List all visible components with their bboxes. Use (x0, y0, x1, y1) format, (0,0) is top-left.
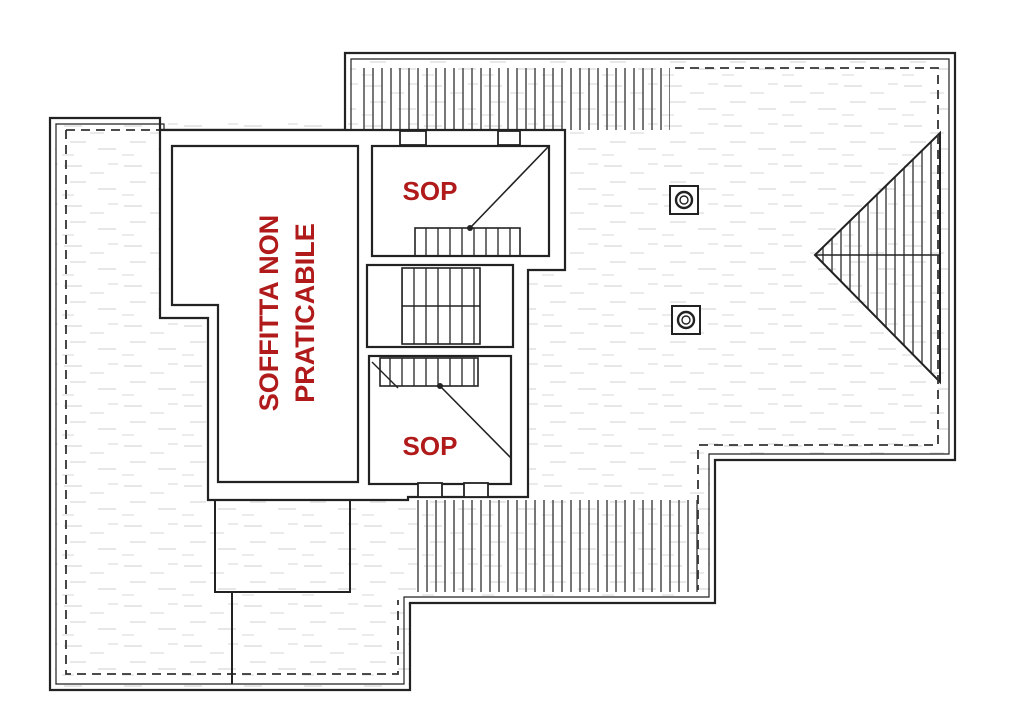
soffitta-label-line2: PRATICABILE (290, 223, 320, 403)
stair-lower (371, 225, 512, 459)
lower-box (214, 499, 351, 684)
core-walls (158, 128, 567, 502)
soffitta-label-line1: SOFFITTA NON (254, 215, 284, 411)
stair-middle (401, 267, 481, 345)
roof-hatch (358, 68, 705, 592)
wall-openings (399, 130, 521, 498)
room-label-sop-upper: SOP (403, 176, 458, 206)
stair-upper (414, 145, 550, 257)
vent-icon (669, 185, 699, 215)
vent-icon (671, 305, 701, 335)
room-label-sop-lower: SOP (403, 431, 458, 461)
